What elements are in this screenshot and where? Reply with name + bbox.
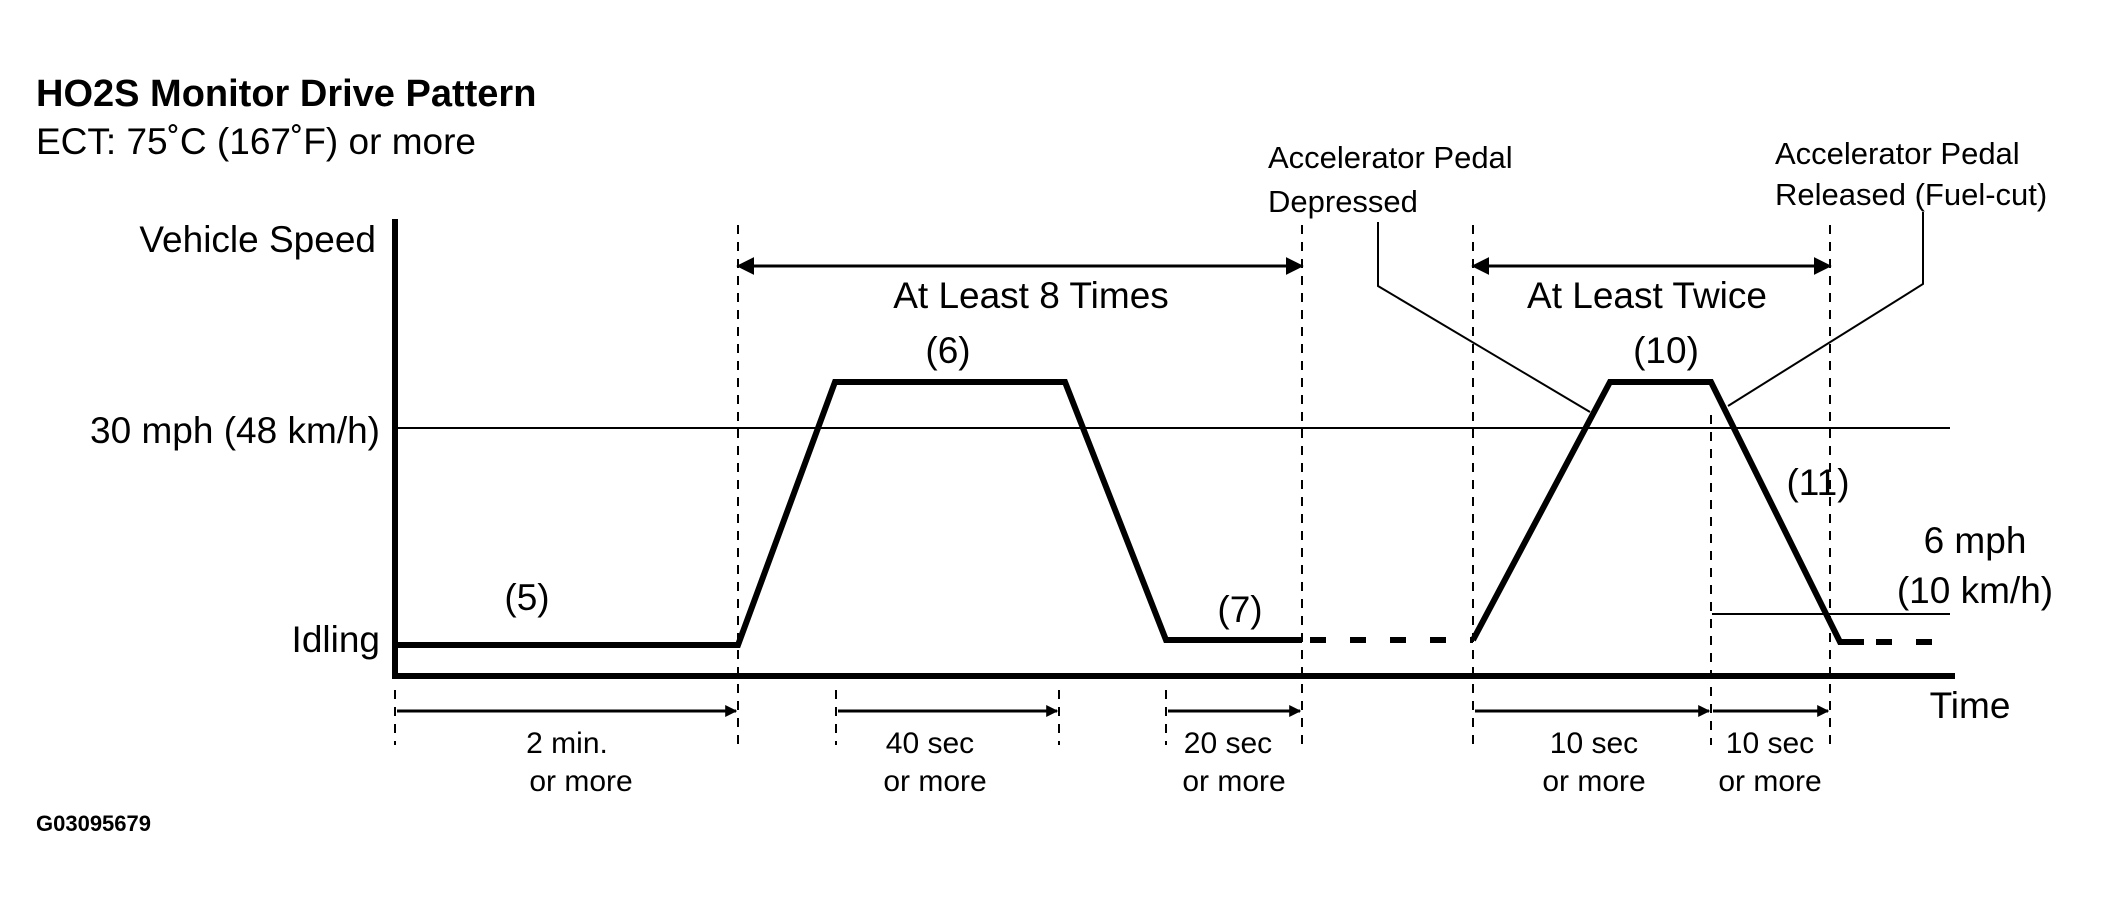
step-11-label: (11) [1786,462,1849,503]
pedal-depressed-label-line2: Depressed [1268,184,1418,219]
speed-6-label-line1: 6 mph [1924,520,2027,561]
pedal-released-leader [1727,212,1924,407]
duration-label-2-line2: or more [883,765,986,798]
duration-label-5-line2: or more [1718,765,1821,798]
step-10-label: (10) [1633,330,1699,371]
duration-label-4-line1: 10 sec [1550,727,1638,760]
speed-6-label-line2: (10 km/h) [1897,570,2053,611]
duration-label-2-line1: 40 sec [886,727,974,760]
pedal-released-label-line1: Accelerator Pedal [1775,136,2020,171]
step-5-label: (5) [504,577,549,618]
diagram-title: HO2S Monitor Drive Pattern [36,73,536,115]
y-axis-label: Vehicle Speed [139,219,376,260]
time-guide-lines [394,225,1831,745]
repeat-2-label: At Least Twice [1527,275,1767,316]
pedal-released-label-line2: Released (Fuel-cut) [1775,177,2047,212]
ect-condition: ECT: 75˚C (167˚F) or more [36,121,476,162]
pedal-depressed-label-line1: Accelerator Pedal [1268,140,1513,175]
pedal-depressed-leader [1377,222,1591,413]
speed-30-label: 30 mph (48 km/h) [90,410,380,451]
x-axis-label: Time [1930,685,2011,726]
duration-label-5-line1: 10 sec [1726,727,1814,760]
step-7-label: (7) [1217,589,1262,630]
speed-profile-cycle-b [1470,379,1864,645]
repeat-8-label: At Least 8 Times [893,275,1169,316]
speed-profile-cycle-a [398,379,1302,648]
duration-label-1-line2: or more [529,765,632,798]
duration-label-3-line1: 20 sec [1184,727,1272,760]
duration-label-3-line2: or more [1182,765,1285,798]
duration-label-1-line1: 2 min. [526,727,608,760]
idling-label: Idling [292,619,380,660]
step-6-label: (6) [925,330,970,371]
figure-id: G03095679 [36,811,151,836]
duration-label-4-line2: or more [1542,765,1645,798]
